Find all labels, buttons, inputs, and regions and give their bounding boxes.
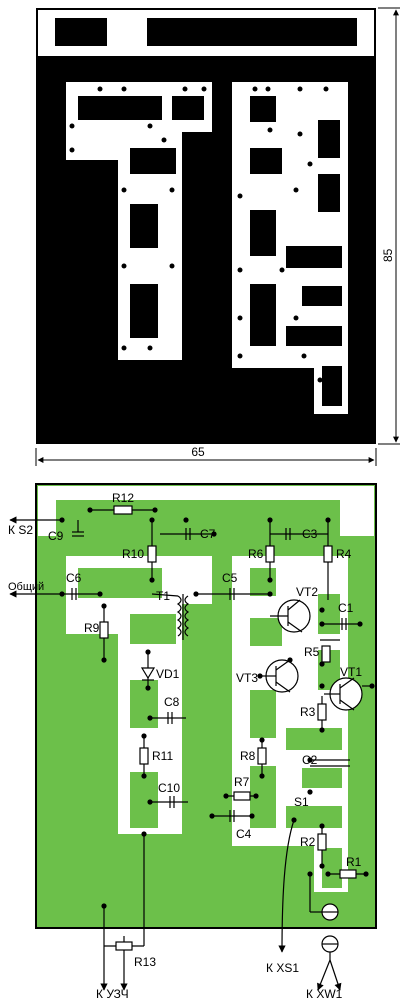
label-r12: R12 <box>112 491 134 505</box>
label-xw1: К XW1 <box>306 987 343 1001</box>
label-c3: C3 <box>302 527 318 541</box>
label-c9: C9 <box>48 529 64 543</box>
label-c6: C6 <box>66 571 82 585</box>
dimension-lines <box>35 7 400 466</box>
label-s1: S1 <box>294 795 309 809</box>
solder-points <box>59 507 375 909</box>
label-r6: R6 <box>248 547 264 561</box>
label-xs1: К XS1 <box>266 961 299 975</box>
label-r3: R3 <box>300 705 316 719</box>
label-r1: R1 <box>346 855 362 869</box>
label-c7: C7 <box>200 527 216 541</box>
label-r8: R8 <box>240 749 256 763</box>
label-vd1: VD1 <box>156 667 180 681</box>
dimension-width: 65 <box>191 445 205 459</box>
label-vt2: VT2 <box>296 585 318 599</box>
label-r13: R13 <box>134 955 156 969</box>
label-r4: R4 <box>336 547 352 561</box>
connector-labels: К S2 Общий К УЗЧ К XS1 К XW1 <box>8 523 343 1001</box>
label-c2: C2 <box>302 753 318 767</box>
foil-pattern <box>36 8 376 444</box>
label-c5: C5 <box>222 571 238 585</box>
label-c4: C4 <box>236 827 252 841</box>
label-ks2: К S2 <box>8 523 33 537</box>
component-labels: R12 C9 C7 C3 R10 R6 R4 C6 T1 C5 VT2 C1 R… <box>48 491 362 969</box>
label-c1: C1 <box>338 601 354 615</box>
label-c8: C8 <box>164 695 180 709</box>
label-c10: C10 <box>158 781 180 795</box>
label-vt3: VT3 <box>236 671 258 685</box>
label-r2: R2 <box>300 835 316 849</box>
label-vt1: VT1 <box>340 665 362 679</box>
label-common: Общий <box>8 581 44 593</box>
label-t1: T1 <box>156 589 170 603</box>
dimension-height: 85 <box>381 248 395 262</box>
label-r11: R11 <box>152 749 173 763</box>
label-r10: R10 <box>122 547 144 561</box>
label-r5: R5 <box>304 645 320 659</box>
label-r7: R7 <box>234 775 250 789</box>
label-uzch: К УЗЧ <box>96 987 129 1001</box>
components-layer <box>9 505 372 991</box>
label-r9: R9 <box>84 621 100 635</box>
